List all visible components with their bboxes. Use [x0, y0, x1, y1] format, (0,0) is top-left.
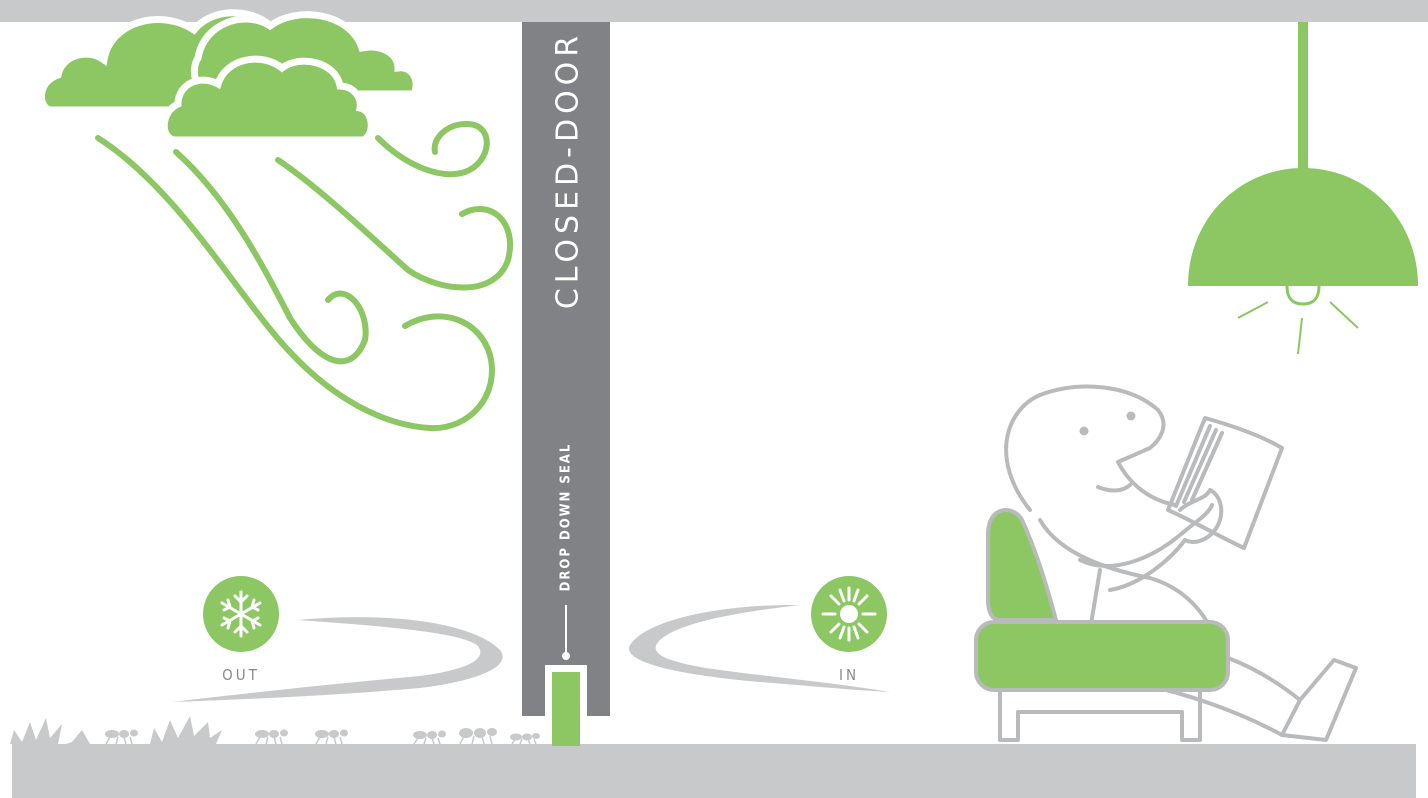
clouds-icon — [41, 13, 416, 140]
seal-label: DROP DOWN SEAL — [559, 443, 574, 592]
snowflake-icon — [203, 576, 279, 652]
reading-person-illustration — [976, 387, 1356, 740]
grass-icon — [10, 716, 222, 744]
seal-pointer-dot — [562, 652, 570, 660]
floor — [12, 744, 1416, 798]
outside-label: OUT — [222, 666, 260, 684]
wind-lines — [98, 124, 510, 428]
drop-down-seal — [552, 672, 580, 746]
sun-icon — [811, 576, 887, 652]
inside-label: IN — [839, 666, 859, 684]
door-title: CLOSED-DOOR — [551, 31, 586, 309]
lamp-icon — [1188, 22, 1418, 354]
